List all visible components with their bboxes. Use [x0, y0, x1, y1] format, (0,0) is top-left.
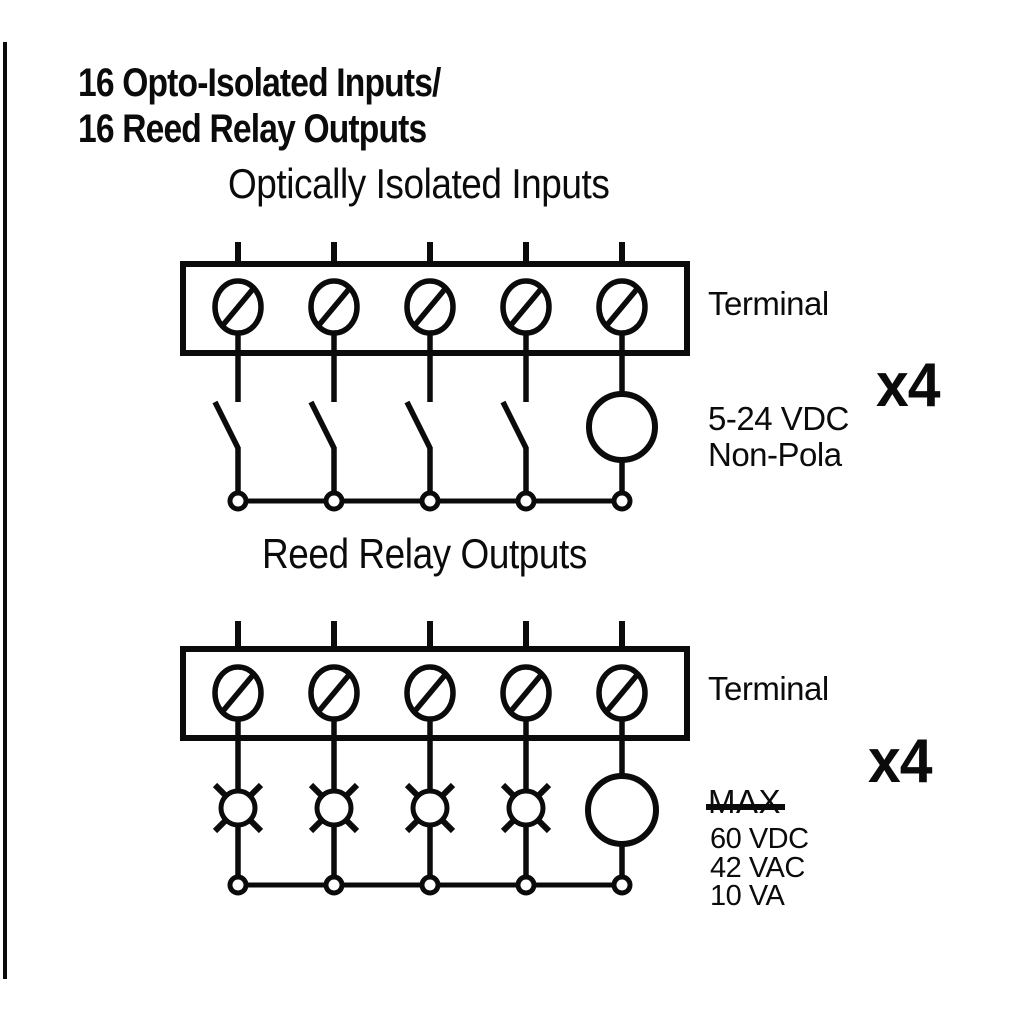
load-lamp-icon: [212, 782, 264, 877]
switch-icon: [308, 400, 337, 494]
screw-terminal-icon: [404, 278, 456, 402]
inputs-switches: [212, 400, 529, 494]
node-dot: [515, 490, 537, 512]
outputs-screw-terminals: [212, 664, 648, 793]
inputs-voltage-line2: Non-Pola: [708, 436, 842, 473]
switch-icon: [500, 400, 529, 494]
screw-terminal-icon: [308, 664, 360, 793]
outputs-bus-nodes: [227, 874, 633, 896]
load-lamp-icon: [404, 782, 456, 877]
outputs-section-heading: Reed Relay Outputs: [262, 530, 587, 577]
node-dot: [323, 490, 345, 512]
voltage-source-icon: [585, 773, 659, 877]
page-title-line2: 16 Reed Relay Outputs: [78, 107, 427, 151]
outputs-ratings: 60 VDC 42 VAC 10 VA: [710, 825, 809, 911]
screw-terminal-icon: [500, 664, 552, 793]
inputs-section-heading: Optically Isolated Inputs: [228, 160, 610, 207]
outputs-rating-vdc: 60 VDC: [710, 823, 809, 855]
outputs-rating-va: 10 VA: [710, 880, 785, 912]
voltage-source-icon: [586, 391, 658, 494]
node-dot: [419, 874, 441, 896]
inputs-terminal-label: Terminal: [708, 285, 829, 322]
page-title-line1: 16 Opto-Isolated Inputs/: [78, 61, 441, 105]
left-border-rule: [3, 42, 7, 979]
node-dot: [227, 490, 249, 512]
switch-icon: [212, 400, 241, 494]
switch-icon: [404, 400, 433, 494]
inputs-bus-nodes: [227, 490, 633, 512]
page-title: 16 Opto-Isolated Inputs/ 16 Reed Relay O…: [78, 60, 441, 152]
inputs-voltage-rating: 5-24 VDC Non-Pola: [708, 401, 849, 473]
screw-terminal-icon: [500, 278, 552, 402]
screw-terminal-icon: [596, 664, 648, 776]
inputs-multiplier-label: x4: [876, 351, 941, 420]
node-dot: [419, 490, 441, 512]
inputs-terminal-block: [180, 261, 690, 356]
outputs-multiplier-label: x4: [868, 727, 933, 796]
node-dot: [323, 874, 345, 896]
outputs-rating-vac: 42 VAC: [710, 851, 805, 884]
screw-terminal-icon: [404, 664, 456, 793]
screw-terminal-icon: [308, 278, 360, 402]
outputs-terminal-label: Terminal: [708, 670, 829, 707]
inputs-voltage-line1: 5-24 VDC: [708, 400, 849, 437]
outputs-terminal-block: [180, 646, 690, 741]
node-dot: [515, 874, 537, 896]
load-lamp-icon: [500, 782, 552, 877]
inputs-schematic: [180, 242, 690, 512]
screw-terminal-icon: [212, 664, 264, 793]
load-lamp-icon: [308, 782, 360, 877]
inputs-screw-terminals: [212, 278, 648, 402]
node-dot: [611, 874, 633, 896]
screw-terminal-icon: [212, 278, 264, 402]
outputs-loads: [212, 782, 552, 877]
node-dot: [227, 874, 249, 896]
node-dot: [611, 490, 633, 512]
screw-terminal-icon: [596, 278, 648, 394]
outputs-max-label-strikethrough: MAX: [705, 783, 786, 820]
outputs-schematic: [180, 621, 690, 896]
